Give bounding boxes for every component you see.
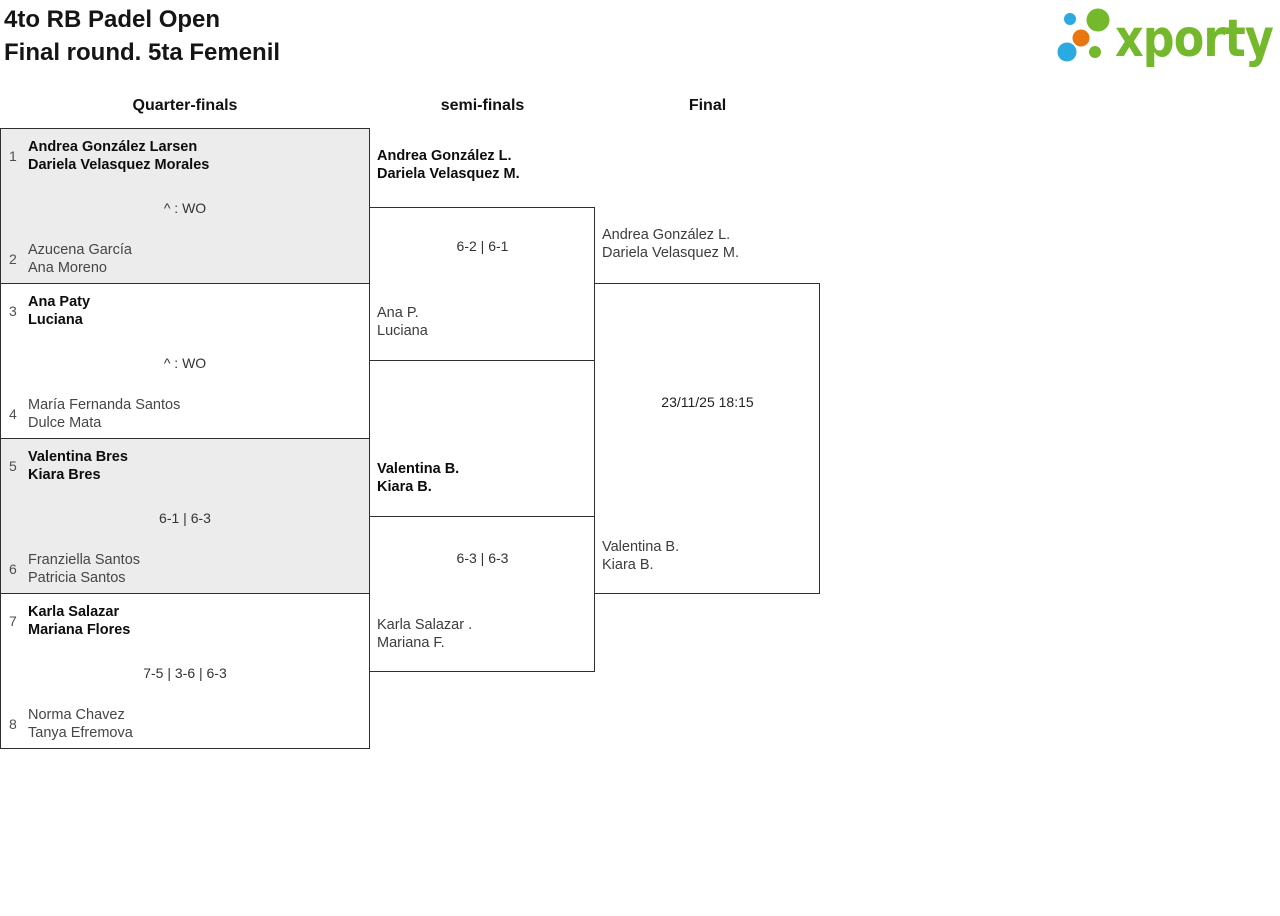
player-name: Valentina B.	[377, 461, 460, 477]
match-score: 6-2 | 6-1	[456, 238, 509, 254]
match-quarterfinal-1[interactable]: 1 Andrea González Larsen Dariela Velasqu…	[0, 128, 370, 284]
player-name: Mariana Flores	[28, 622, 131, 638]
round-header-final: Final	[688, 97, 727, 114]
team-names: Ana P. Luciana	[377, 304, 428, 340]
player-name: Franziella Santos	[28, 552, 141, 568]
seed-number: 3	[9, 303, 17, 319]
match-quarterfinal-4[interactable]: 7 Karla Salazar Mariana Flores 7-5 | 3-6…	[0, 593, 370, 749]
player-name: Kiara B.	[377, 479, 432, 495]
team-names: Valentina Bres Kiara Bres	[28, 448, 128, 484]
logo-dot-orange	[1072, 29, 1090, 47]
logo-dot-green-small	[1089, 46, 1101, 58]
match-schedule: 23/11/25 18:15	[661, 394, 754, 410]
match-score: 6-3 | 6-3	[456, 550, 509, 566]
seed-number: 6	[9, 561, 17, 577]
logo-wordmark: xporty	[1115, 9, 1273, 69]
seed-number: 5	[9, 458, 17, 474]
player-name: Dulce Mata	[28, 415, 102, 431]
match-semifinal-2[interactable]	[369, 516, 595, 672]
team-names: Azucena García Ana Moreno	[28, 241, 132, 277]
round-header-quarterfinals: Quarter-finals	[132, 97, 238, 114]
player-name: Dariela Velasquez Morales	[28, 157, 210, 173]
match-quarterfinal-2[interactable]: 3 Ana Paty Luciana ^ : WO 4 María Fernan…	[0, 283, 370, 439]
player-name: María Fernanda Santos	[28, 397, 181, 413]
player-name: Kiara Bres	[28, 467, 101, 483]
logo-dot-blue-large	[1057, 42, 1077, 62]
match-quarterfinal-3[interactable]: 5 Valentina Bres Kiara Bres 6-1 | 6-3 6 …	[0, 438, 370, 594]
match-final[interactable]	[594, 283, 820, 594]
logo-dot-green-large	[1086, 8, 1110, 32]
player-name: Andrea González L.	[377, 148, 512, 164]
player-name: Luciana	[377, 323, 428, 339]
match-score: ^ : WO	[163, 355, 207, 371]
player-name: Ana Paty	[28, 294, 91, 310]
quarterfinals-column: 1 Andrea González Larsen Dariela Velasqu…	[0, 128, 370, 749]
player-name: Tanya Efremova	[28, 725, 133, 741]
team-names: Norma Chavez Tanya Efremova	[28, 706, 133, 742]
xporty-logo[interactable]: xporty	[1048, 0, 1278, 75]
team-names: Ana Paty Luciana	[28, 293, 90, 329]
player-name: Valentina Bres	[28, 449, 128, 465]
seed-number: 1	[9, 148, 17, 164]
team-names: María Fernanda Santos Dulce Mata	[28, 396, 180, 432]
seed-number: 7	[9, 613, 17, 629]
match-score: 7-5 | 3-6 | 6-3	[143, 665, 227, 681]
round-header-semifinals: semi-finals	[440, 97, 525, 114]
tournament-name: 4to RB Padel Open	[4, 6, 221, 33]
team-names: Franziella Santos Patricia Santos	[28, 551, 140, 587]
logo-dot-blue-small	[1064, 13, 1076, 25]
player-name: Karla Salazar	[28, 604, 120, 620]
player-name: Ana Moreno	[28, 260, 107, 276]
player-name: Patricia Santos	[28, 570, 126, 586]
player-name: Azucena García	[28, 242, 132, 258]
match-score: 6-1 | 6-3	[159, 510, 211, 526]
player-name: Dariela Velasquez M.	[602, 245, 740, 261]
team-names: Karla Salazar . Mariana F.	[377, 616, 472, 652]
match-score: ^ : WO	[163, 200, 207, 216]
player-name: Valentina B.	[602, 539, 680, 555]
team-names: Valentina B. Kiara B.	[377, 460, 459, 496]
player-name: Norma Chavez	[28, 707, 125, 723]
player-name: Ana P.	[377, 305, 419, 321]
team-names: Andrea González L. Dariela Velasquez M.	[377, 147, 520, 183]
seed-number: 4	[9, 406, 17, 422]
team-names: Andrea González L. Dariela Velasquez M.	[602, 226, 739, 262]
seed-number: 8	[9, 716, 17, 732]
team-names: Karla Salazar Mariana Flores	[28, 603, 130, 639]
team-names: Andrea González Larsen Dariela Velasquez…	[28, 138, 209, 174]
player-name: Dariela Velasquez M.	[377, 166, 520, 182]
seed-number: 2	[9, 251, 17, 267]
player-name: Andrea González Larsen	[28, 139, 198, 155]
player-name: Kiara B.	[602, 557, 654, 573]
player-name: Luciana	[28, 312, 83, 328]
page-title: 4to RB Padel Open Final round. 5ta Femen…	[4, 3, 280, 69]
round-category: Final round. 5ta Femenil	[4, 39, 281, 66]
player-name: Mariana F.	[377, 635, 445, 651]
team-names: Valentina B. Kiara B.	[602, 538, 679, 574]
player-name: Andrea González L.	[602, 227, 731, 243]
player-name: Karla Salazar .	[377, 617, 473, 633]
